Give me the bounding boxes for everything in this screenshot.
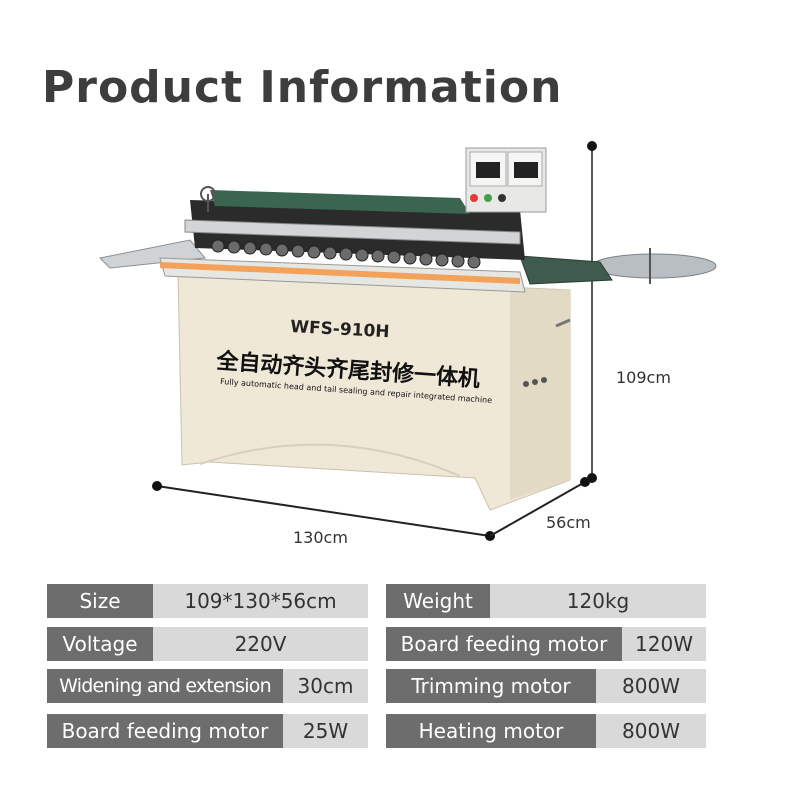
spec-value: 220V [153,627,368,661]
spec-value: 800W [596,669,706,703]
spec-value: 800W [596,714,706,748]
spec-row-heating-motor: Heating motor 800W [386,714,706,748]
spec-value: 109*130*56cm [153,584,368,618]
spec-row-voltage: Voltage 220V [47,627,368,661]
spec-row-feeding-motor-right: Board feeding motor 120W [386,627,706,661]
spec-label: Heating motor [386,714,596,748]
spec-value: 120kg [490,584,706,618]
spec-label: Board feeding motor [47,714,283,748]
spec-row-weight: Weight 120kg [386,584,706,618]
spec-label: Widening and extension [47,669,283,703]
height-dimension-label: 109cm [616,368,671,387]
depth-dimension-label: 56cm [546,513,591,532]
spec-row-feeding-motor-left: Board feeding motor 25W [47,714,368,748]
spec-value: 30cm [283,669,368,703]
spec-label: Size [47,584,153,618]
spec-row-widening: Widening and extension 30cm [47,669,368,703]
width-dimension-label: 130cm [293,528,348,547]
spec-row-size: Size 109*130*56cm [47,584,368,618]
spec-label: Trimming motor [386,669,596,703]
spec-label: Board feeding motor [386,627,622,661]
spec-value: 120W [622,627,706,661]
spec-row-trimming-motor: Trimming motor 800W [386,669,706,703]
spec-label: Weight [386,584,490,618]
spec-value: 25W [283,714,368,748]
spec-label: Voltage [47,627,153,661]
page-title: Product Information [42,62,563,113]
machine-illustration: WFS-910H 全自动齐头齐尾封修一体机 Fully automatic he… [98,141,717,541]
